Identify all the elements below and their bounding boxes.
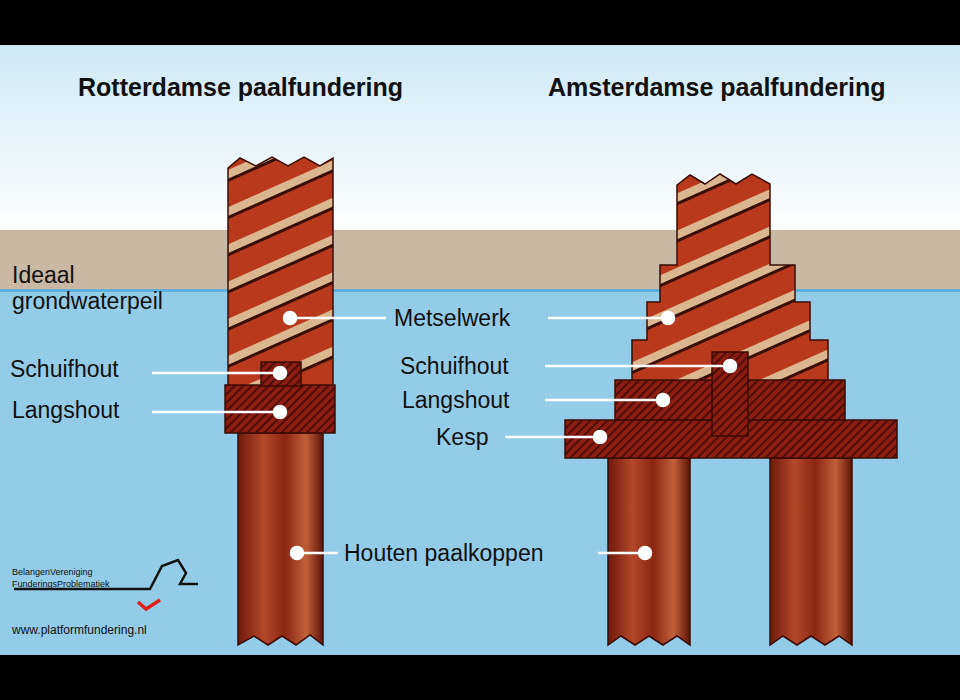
leader-dot bbox=[724, 360, 736, 372]
website-url: www.platformfundering.nl bbox=[12, 624, 147, 638]
water-level-label: Ideaal grondwaterpeil bbox=[12, 262, 212, 315]
part-label: Schuifhout bbox=[10, 356, 119, 382]
part-label: Houten paalkoppen bbox=[344, 540, 544, 566]
leader-dot bbox=[274, 406, 286, 418]
leader-dot bbox=[274, 367, 286, 379]
leader-line bbox=[545, 365, 730, 368]
part-label: Schuifhout bbox=[400, 353, 509, 379]
schuifhout-beam bbox=[712, 352, 748, 436]
part-label: Kesp bbox=[436, 424, 488, 450]
part-label: Metselwerk bbox=[394, 305, 510, 331]
column-heading: Amsterdamse paalfundering bbox=[548, 73, 886, 102]
logo-text: BelangenVereniging bbox=[12, 567, 93, 577]
leader-line bbox=[152, 411, 280, 414]
leader-dot bbox=[639, 547, 651, 559]
masonry bbox=[632, 174, 828, 381]
amsterdam-foundation bbox=[565, 174, 897, 645]
pile bbox=[608, 458, 690, 645]
part-label: Langshout bbox=[402, 387, 509, 413]
langshout-beam bbox=[225, 385, 335, 433]
pile bbox=[238, 433, 323, 645]
leader-dot bbox=[291, 547, 303, 559]
top-bar bbox=[0, 0, 960, 45]
leader-dot bbox=[657, 394, 669, 406]
pile bbox=[770, 458, 852, 645]
leader-dot bbox=[594, 431, 606, 443]
part-label: Langshout bbox=[12, 397, 119, 423]
soil bbox=[0, 230, 960, 292]
leader-line bbox=[505, 436, 600, 439]
leader-line bbox=[548, 317, 668, 320]
masonry bbox=[228, 157, 333, 386]
leader-line bbox=[152, 372, 280, 375]
leader-line bbox=[290, 317, 386, 320]
leader-dot bbox=[284, 312, 296, 324]
column-heading: Rotterdamse paalfundering bbox=[78, 73, 403, 102]
rotterdam-foundation bbox=[225, 157, 335, 645]
bottom-bar bbox=[0, 655, 960, 700]
logo-text: FunderingsProblematiek bbox=[12, 579, 110, 589]
logo-check bbox=[138, 600, 160, 609]
sky bbox=[0, 44, 960, 232]
leader-line bbox=[545, 399, 663, 402]
leader-dot bbox=[662, 312, 674, 324]
leader-lines bbox=[152, 312, 736, 559]
